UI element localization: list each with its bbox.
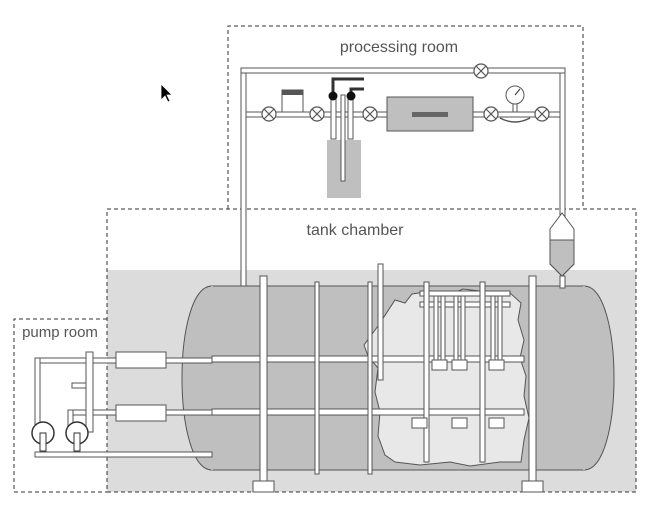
- valve-icon: [534, 106, 550, 122]
- mouse-cursor-icon: [160, 83, 173, 103]
- level-vessel: [549, 212, 575, 289]
- pump-icon: [65, 421, 89, 452]
- tank-right-head: [583, 285, 615, 471]
- tank-supports: [252, 263, 544, 493]
- filter-unit: [281, 89, 304, 113]
- valve-icon: [362, 106, 378, 122]
- tank-left-head: [181, 285, 213, 471]
- sampling-device: [327, 77, 364, 198]
- valve-icon: [483, 106, 499, 122]
- storage-tank: [181, 285, 615, 471]
- valve-icon: [473, 63, 489, 79]
- pump-room-pipes: [34, 351, 213, 458]
- heating-coil-bundle: [411, 281, 511, 463]
- pump-room-label: pump room: [22, 324, 98, 341]
- flow-meter: [386, 96, 474, 132]
- valve-icon: [261, 106, 277, 122]
- pump-icon: [31, 421, 55, 452]
- tank-chamber-label: tank chamber: [307, 222, 405, 239]
- valves: [261, 63, 550, 122]
- tank-cutaway: [363, 288, 530, 467]
- processing-room-label: processing room: [340, 39, 458, 56]
- room-boundaries: [13, 25, 637, 493]
- valve-icon: [309, 106, 325, 122]
- pressure-gauge-icon: [499, 85, 531, 123]
- processing-room-boundary: [227, 25, 584, 209]
